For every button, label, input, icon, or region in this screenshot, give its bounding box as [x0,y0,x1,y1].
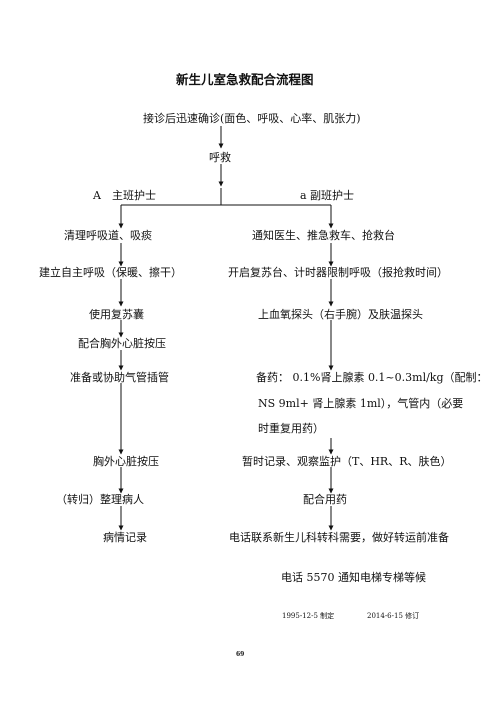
right-step-transfer-call: 电话联系新生儿科转科需要，做好转运前准备 [229,531,449,544]
right-step-monitor: 暂时记录、观察监护（T、HR、R、肤色） [242,455,452,468]
left-step-breathing: 建立自主呼吸（保暖、擦干） [39,266,182,279]
right-step-drugs-3: 时重复用药） [258,422,324,435]
step-call: 呼救 [209,151,231,164]
left-step-bag: 使用复苏囊 [89,308,144,321]
right-step-probes: 上血氧探头（右手腕）及肤温探头 [258,308,423,321]
left-step-assist-cpr: 配合胸外心脏按压 [78,337,166,350]
left-step-clear-airway: 清理呼吸道、吸痰 [64,229,152,242]
step-arrival: 接诊后迅速确诊(面色、呼吸、心率、肌张力) [143,112,361,125]
left-step-intubation: 准备或协助气管插管 [70,371,169,384]
elevator-note: 电话 5570 通知电梯专梯等候 [281,571,426,584]
page-number: 69 [236,651,245,658]
right-step-drugs-2: NS 9ml+ 肾上腺素 1ml），气管内（必要 [258,397,464,410]
left-step-cpr: 胸外心脏按压 [93,455,159,468]
left-header: A 主班护士 [93,189,156,202]
right-header: a 副班护士 [300,189,355,202]
right-step-notify: 通知医生、推急救车、抢救台 [252,229,395,242]
left-step-transfer: （转归）整理病人 [56,493,144,506]
right-step-drugs-1: 备药： 0.1%肾上腺素 0.1~0.3ml/kg（配制： [256,371,488,384]
right-step-medication: 配合用药 [303,493,347,506]
page-title: 新生儿室急救配合流程图 [176,72,314,87]
date-revised: 2014-6-15 修订 [367,612,420,620]
left-step-record: 病情记录 [103,531,147,544]
date-made: 1995-12-5 制定 [282,612,335,620]
right-step-warmer: 开启复苏台、计时器限制呼吸（报抢救时间） [228,266,448,279]
